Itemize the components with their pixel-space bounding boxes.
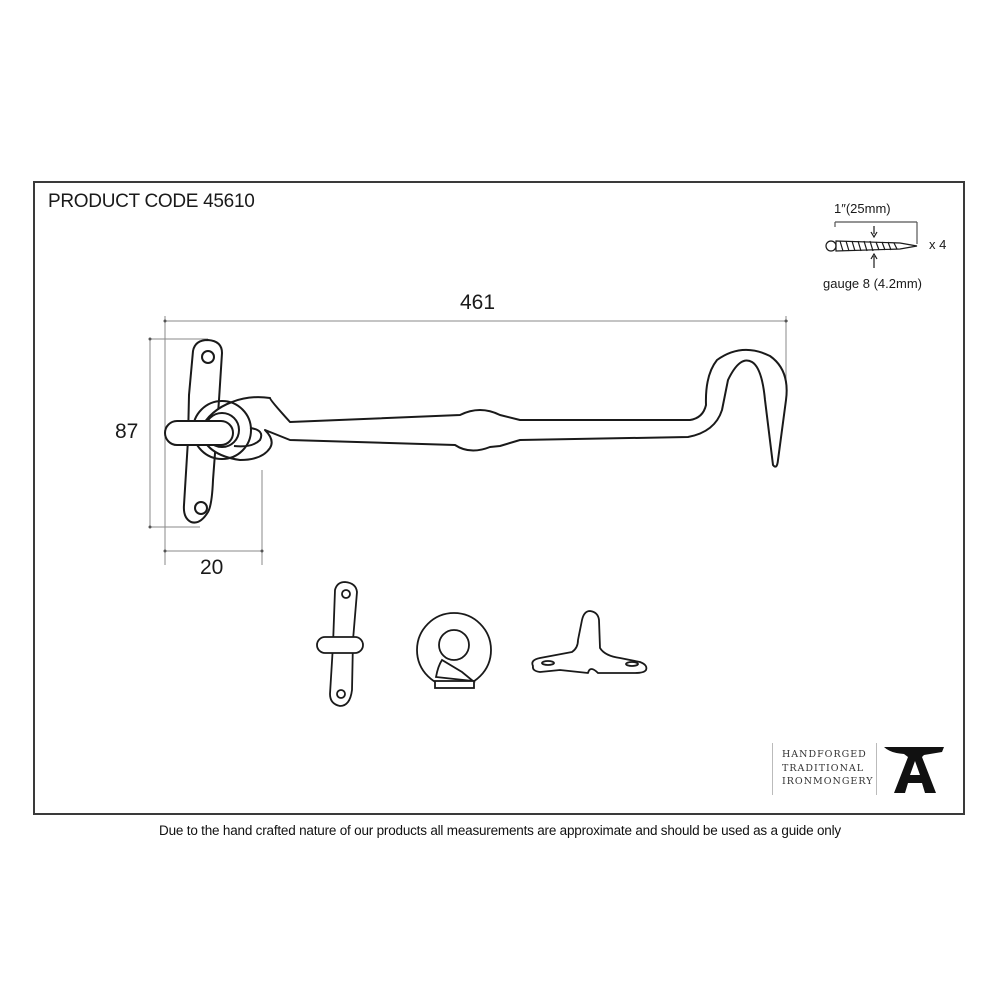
brand-line-1: HANDFORGED — [782, 749, 867, 760]
brand-block: HANDFORGED TRADITIONAL IRONMONGERY — [772, 743, 952, 795]
drawing-frame — [33, 181, 965, 815]
length-dimension: 461 — [460, 291, 496, 314]
brand-tagline: HANDFORGED TRADITIONAL IRONMONGERY — [782, 748, 874, 789]
screw-icon — [825, 221, 918, 268]
depth-dimension: 20 — [200, 556, 224, 579]
disclaimer-text: Due to the hand crafted nature of our pr… — [159, 823, 841, 838]
brand-divider — [772, 743, 773, 795]
eye-plate-component — [316, 581, 364, 707]
brand-divider — [876, 743, 877, 795]
screw-length-label: 1″(25mm) — [834, 201, 891, 216]
brand-line-3: IRONMONGERY — [782, 776, 874, 787]
hook-assembly — [164, 339, 788, 524]
staple-component — [531, 610, 648, 674]
height-dimension: 87 — [115, 420, 139, 443]
anvil-logo-icon — [884, 747, 944, 793]
product-code: PRODUCT CODE 45610 — [48, 191, 255, 212]
screw-quantity-label: x 4 — [929, 237, 947, 252]
brand-line-2: TRADITIONAL — [782, 762, 865, 774]
screw-gauge-label: gauge 8 (4.2mm) — [823, 276, 922, 291]
ring-component — [416, 612, 492, 689]
